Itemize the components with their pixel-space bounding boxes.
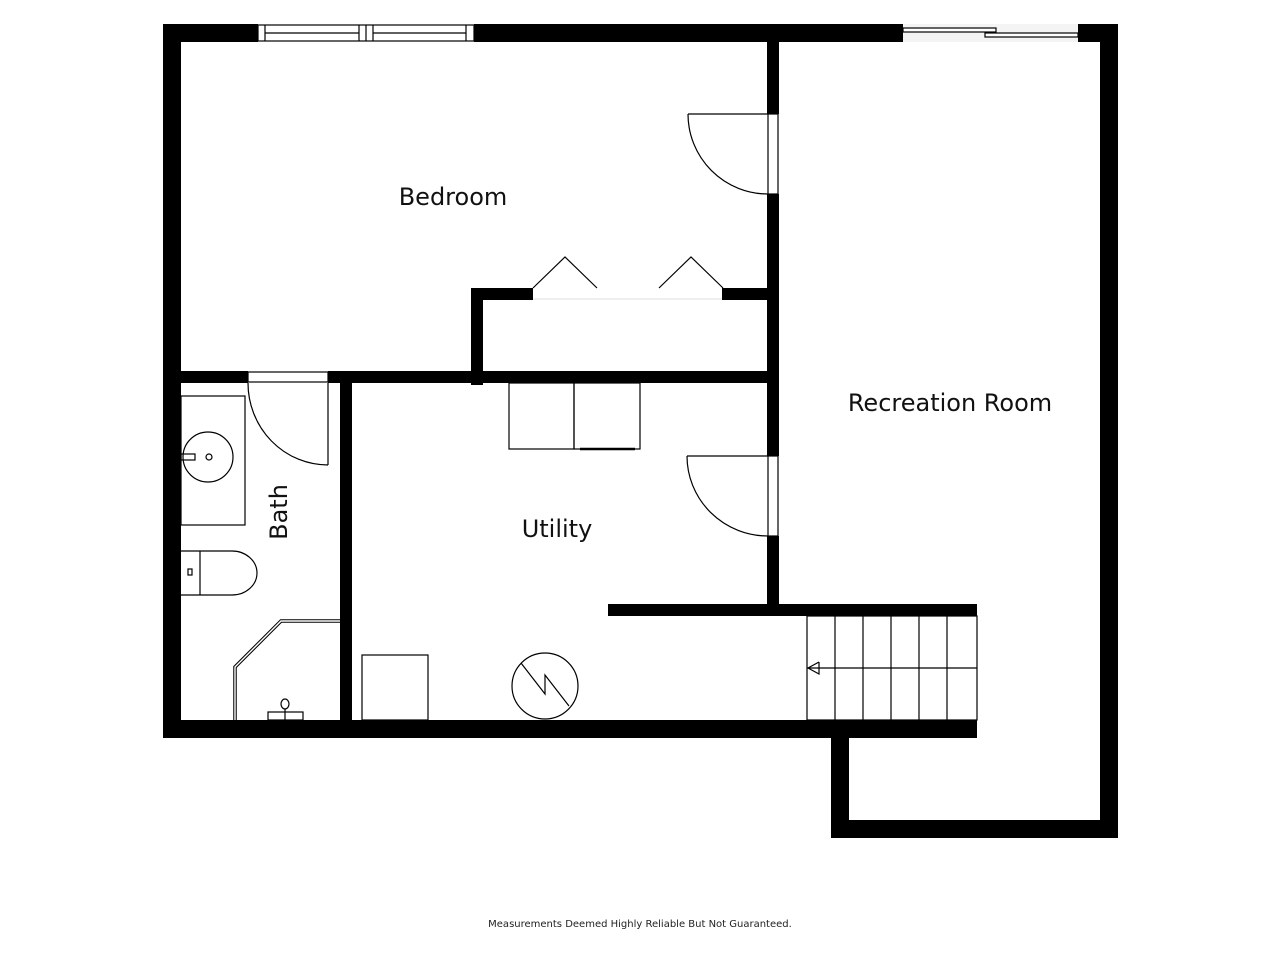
stairs-arrow-icon: [806, 661, 820, 676]
room-label-bath: Bath: [265, 484, 293, 540]
cabinet: [361, 654, 429, 721]
bedroom-window: [257, 24, 475, 42]
utility-door: [686, 455, 779, 537]
toilet: [181, 550, 258, 596]
room-label-recreation-room: Recreation Room: [848, 389, 1052, 417]
bifold-closet-door: [532, 256, 724, 300]
room-label-bedroom: Bedroom: [399, 183, 508, 211]
sliding-door: [902, 24, 1079, 42]
stairs: [806, 615, 978, 721]
washer-dryer: [508, 382, 641, 451]
bedroom-door: [687, 113, 779, 195]
shower: [233, 619, 340, 721]
sink-vanity: [180, 395, 246, 526]
bath-door: [247, 371, 329, 466]
room-label-utility: Utility: [522, 515, 593, 543]
disclaimer: Measurements Deemed Highly Reliable But …: [488, 919, 792, 930]
water-heater: [511, 652, 579, 720]
